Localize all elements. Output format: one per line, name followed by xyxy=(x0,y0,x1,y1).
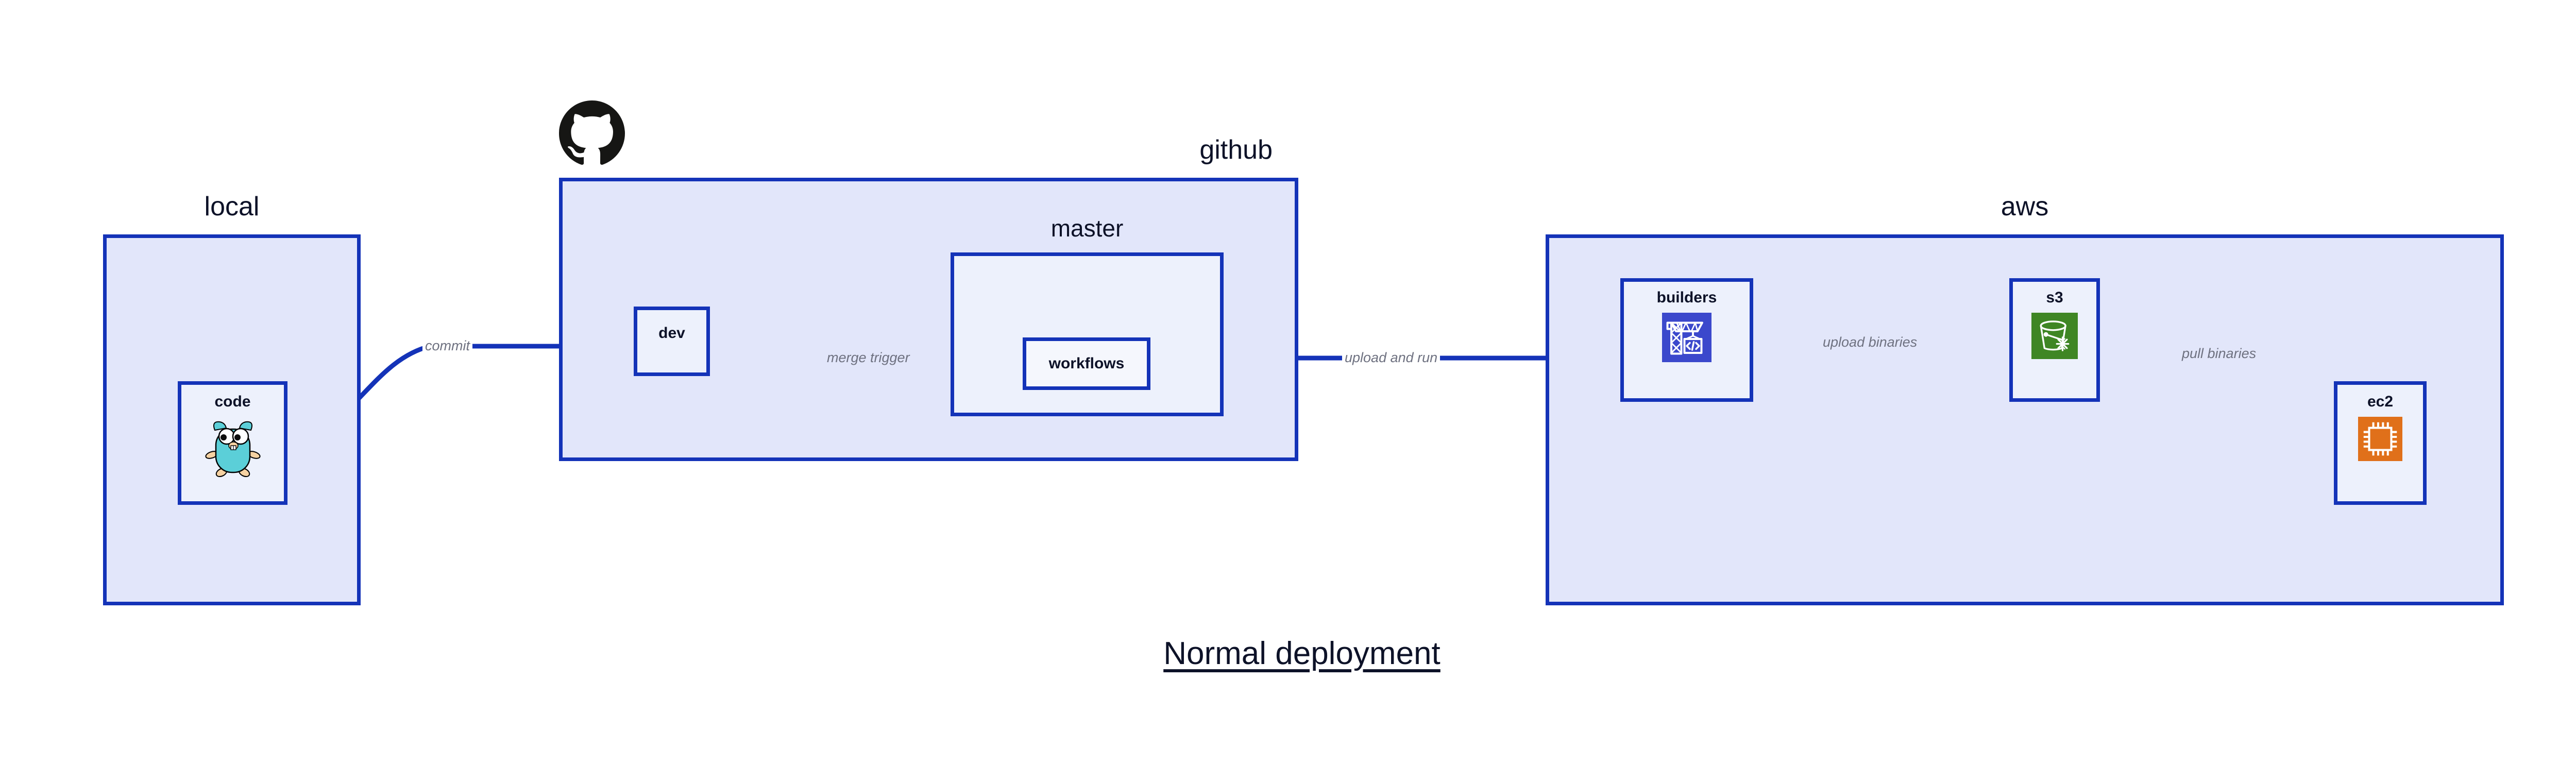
go-gopher-icon xyxy=(205,417,261,480)
group-label-master: master xyxy=(1050,215,1124,242)
node-dev[interactable]: dev xyxy=(634,307,710,376)
node-ec2-label: ec2 xyxy=(2367,393,2394,410)
group-master xyxy=(951,252,1224,416)
aws-s3-glacier-icon xyxy=(2031,313,2078,362)
edge-label-upload-binaries: upload binaries xyxy=(1820,335,1920,349)
node-code[interactable]: code xyxy=(178,381,287,505)
node-builders[interactable]: builders xyxy=(1620,278,1753,402)
github-octocat-logo xyxy=(559,100,625,169)
node-code-label: code xyxy=(214,393,251,410)
node-dev-label: dev xyxy=(658,325,685,342)
node-builders-label: builders xyxy=(1656,289,1717,306)
edge-label-pull-binaries: pull binaries xyxy=(2179,347,2259,361)
group-label-local: local xyxy=(204,192,260,222)
aws-ec2-chip-icon xyxy=(2358,417,2402,464)
group-label-aws: aws xyxy=(2001,192,2049,222)
edge-label-merge-trigger: merge trigger xyxy=(824,351,912,365)
edge-label-upload-and-run: upload and run xyxy=(1342,351,1440,365)
node-s3-label: s3 xyxy=(2046,289,2063,306)
diagram-title: Normal deployment xyxy=(1163,636,1440,671)
edge-label-commit: commit xyxy=(422,339,472,353)
node-s3[interactable]: s3 xyxy=(2009,278,2100,402)
group-label-github: github xyxy=(1199,135,1273,165)
node-ec2[interactable]: ec2 xyxy=(2334,381,2427,505)
node-workflows-label: workflows xyxy=(1048,355,1125,372)
node-workflows[interactable]: workflows xyxy=(1023,337,1150,390)
aws-codebuild-icon xyxy=(1662,313,1711,365)
